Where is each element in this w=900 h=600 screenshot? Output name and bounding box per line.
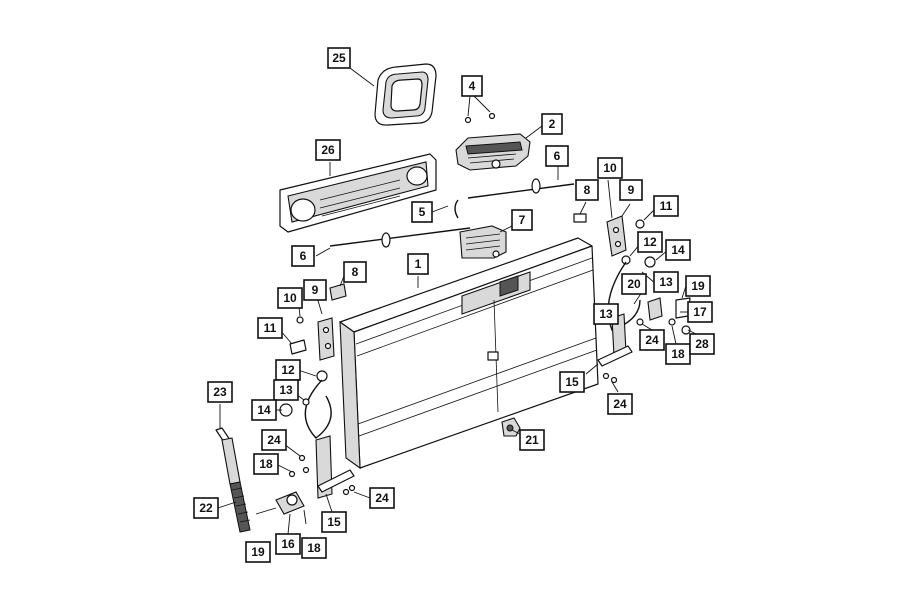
screws-part-4	[464, 112, 496, 124]
svg-text:8: 8	[584, 183, 591, 197]
svg-text:24: 24	[267, 433, 281, 447]
right-side-hardware	[573, 213, 691, 384]
svg-text:15: 15	[565, 375, 579, 389]
svg-text:24: 24	[645, 333, 659, 347]
callout-11-left: 11	[257, 317, 283, 339]
svg-text:11: 11	[264, 321, 277, 335]
svg-text:4: 4	[469, 79, 476, 93]
svg-text:13: 13	[279, 383, 293, 397]
callout-23: 23	[207, 381, 233, 403]
callout-14-right: 14	[665, 239, 691, 261]
svg-text:10: 10	[603, 161, 617, 175]
callout-24-left-lower: 24	[369, 487, 395, 509]
svg-text:5: 5	[419, 205, 426, 219]
callout-13-right-upper: 13	[653, 271, 679, 293]
callout-18-left-lower: 18	[301, 537, 327, 559]
callout-19-right: 19	[685, 275, 711, 297]
svg-text:9: 9	[628, 183, 635, 197]
svg-text:10: 10	[283, 291, 297, 305]
svg-text:20: 20	[627, 277, 641, 291]
svg-text:22: 22	[199, 501, 213, 515]
handle-housing-part-2	[455, 133, 531, 171]
svg-text:13: 13	[599, 307, 613, 321]
support-strut-part-22	[215, 427, 251, 533]
callout-5: 5	[411, 201, 433, 223]
callout-13-right-lower: 13	[593, 303, 619, 325]
callout-24-right-lower: 24	[607, 393, 633, 415]
svg-text:18: 18	[671, 347, 685, 361]
svg-text:16: 16	[281, 537, 295, 551]
callout-12-left: 12	[275, 359, 301, 381]
callout-10-right: 10	[597, 157, 623, 179]
tailgate-panel-part-1	[339, 237, 599, 470]
callout-12-right: 12	[637, 231, 663, 253]
svg-text:26: 26	[321, 143, 335, 157]
callout-17: 17	[687, 301, 713, 323]
svg-text:28: 28	[695, 337, 709, 351]
callout-9-left: 9	[303, 279, 327, 301]
latch-control-part-7	[459, 225, 507, 259]
left-side-hardware	[255, 283, 356, 525]
callout-8-right: 8	[575, 179, 599, 201]
svg-text:21: 21	[525, 433, 539, 447]
callout-6-lower: 6	[291, 245, 315, 267]
svg-text:23: 23	[213, 385, 227, 399]
svg-text:1: 1	[415, 257, 422, 271]
svg-text:6: 6	[554, 149, 561, 163]
callout-8-left: 8	[343, 261, 367, 283]
svg-text:7: 7	[519, 213, 526, 227]
svg-text:18: 18	[259, 457, 273, 471]
svg-text:17: 17	[693, 305, 707, 319]
svg-text:25: 25	[332, 51, 346, 65]
callout-14-left: 14	[251, 399, 277, 421]
callout-6-upper: 6	[545, 145, 569, 167]
callout-2: 2	[541, 113, 563, 135]
svg-text:8: 8	[352, 265, 359, 279]
callout-1: 1	[407, 253, 429, 275]
svg-text:9: 9	[312, 283, 319, 297]
svg-text:14: 14	[671, 243, 685, 257]
latch-rods	[329, 178, 575, 248]
callout-13-left: 13	[273, 379, 299, 401]
callout-4: 4	[461, 75, 483, 97]
svg-text:24: 24	[375, 491, 389, 505]
svg-text:12: 12	[643, 235, 657, 249]
callout-22: 22	[193, 497, 219, 519]
callout-21: 21	[519, 429, 545, 451]
callout-16: 16	[275, 533, 301, 555]
callout-labels: 25 4 2 26 6 10 8 9 11 5 7 12 14 6 1 13 8…	[193, 47, 715, 563]
callout-26: 26	[315, 139, 341, 161]
callout-15-right: 15	[559, 371, 585, 393]
callout-18-right: 18	[665, 343, 691, 365]
svg-text:19: 19	[251, 545, 265, 559]
svg-text:13: 13	[659, 275, 673, 289]
callout-11-right: 11	[653, 195, 679, 217]
callout-25: 25	[327, 47, 351, 69]
callout-9-right: 9	[619, 179, 643, 201]
svg-text:18: 18	[307, 541, 321, 555]
svg-text:6: 6	[300, 249, 307, 263]
svg-text:12: 12	[281, 363, 295, 377]
access-cover-part-25	[374, 63, 437, 126]
callout-10-left: 10	[277, 287, 303, 309]
inner-panel-part-26	[279, 153, 437, 233]
svg-text:24: 24	[613, 397, 627, 411]
camera-part-21	[501, 417, 521, 437]
callout-24-left-upper: 24	[261, 429, 287, 451]
callout-18-left-upper: 18	[253, 453, 279, 475]
callout-20: 20	[621, 273, 647, 295]
svg-text:19: 19	[691, 279, 705, 293]
svg-text:14: 14	[257, 403, 271, 417]
svg-text:2: 2	[549, 117, 556, 131]
callout-15-left: 15	[321, 511, 347, 533]
callout-19-left: 19	[245, 541, 271, 563]
callout-7: 7	[511, 209, 533, 231]
callout-24-right-upper: 24	[639, 329, 665, 351]
callout-28: 28	[689, 333, 715, 355]
svg-text:11: 11	[660, 199, 673, 213]
svg-text:15: 15	[327, 515, 341, 529]
